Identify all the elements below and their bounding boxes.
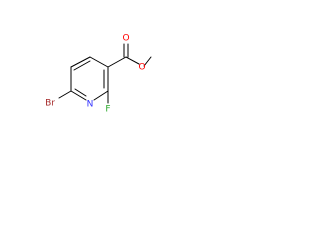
bond-n1-c6-double (74, 88, 87, 97)
bond-carbonyl-o-ester (125, 56, 140, 65)
atom-label-bromine: Br (45, 99, 55, 109)
bond-c3-carbonyl (107, 56, 127, 68)
atom-label-fluorine: F (105, 105, 110, 115)
bond-c6-br (58, 90, 72, 99)
atom-label-nitrogen: N (87, 100, 94, 110)
atom-label-carbonyl-oxygen: O (122, 34, 129, 44)
bond-c5-c4 (70, 56, 91, 68)
bond-c2-n1 (93, 90, 109, 101)
bond-o-methyl (143, 56, 152, 67)
molecule-canvas: N F Br O O (0, 0, 152, 152)
structure-drawing: N F Br O O (45, 34, 152, 115)
bond-n1-c6 (70, 90, 87, 101)
bond-c5-c4-double (73, 60, 91, 71)
bond-c4-c3 (89, 56, 109, 68)
atom-label-ester-oxygen: O (138, 63, 145, 73)
